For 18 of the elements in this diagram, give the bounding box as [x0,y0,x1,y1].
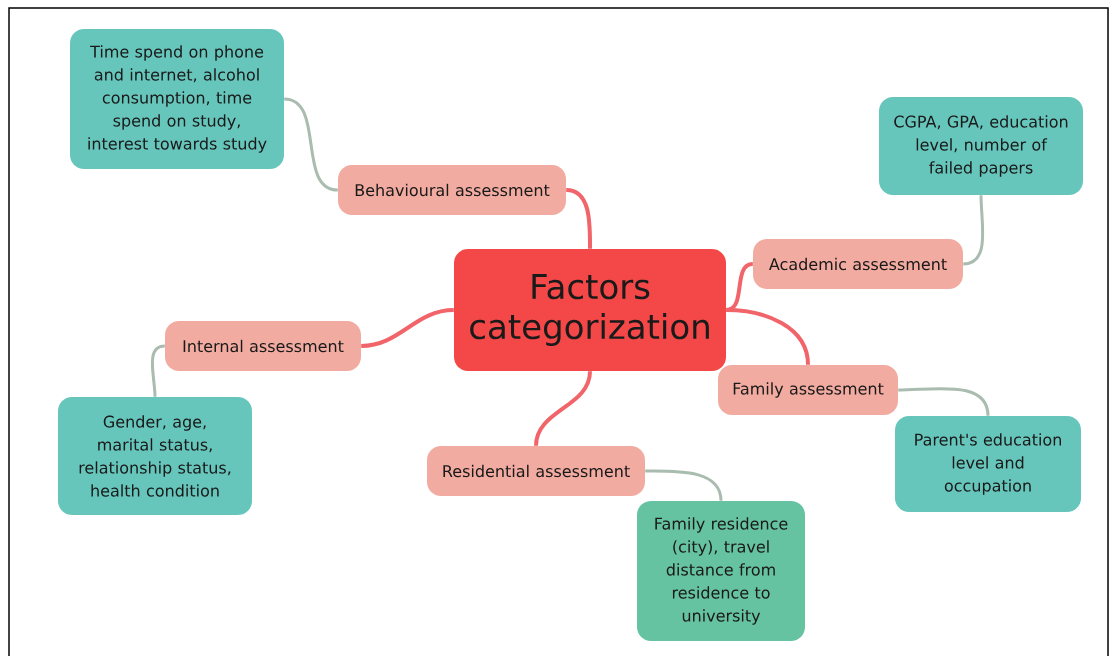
detail-box: Parent's education level and occupation [895,416,1081,512]
detail-box: Time spend on phone and internet, alcohol consumption, time spend on study, interest towards study [70,29,284,169]
topic-box: Family assessment [718,365,898,415]
topic-box: Academic assessment [753,239,963,289]
connector [361,308,454,348]
detail-box: Gender, age, marital status, relationship status, health condition [58,397,252,515]
connector [645,469,723,501]
detail-box: CGPA, GPA, education level, number of failed papers [879,97,1083,195]
connector [534,370,592,447]
topic-box: Behavioural assessment [338,165,566,215]
topic-box: Residential assessment [427,446,645,496]
connector [898,387,990,416]
detail-box: Family residence (city), travel distance from residence to university [637,501,805,641]
connector [963,195,985,266]
topic-box: Internal assessment [165,321,361,371]
connector [726,308,810,365]
central-topic-box: Factors categorization [454,249,726,371]
connector [283,97,339,192]
